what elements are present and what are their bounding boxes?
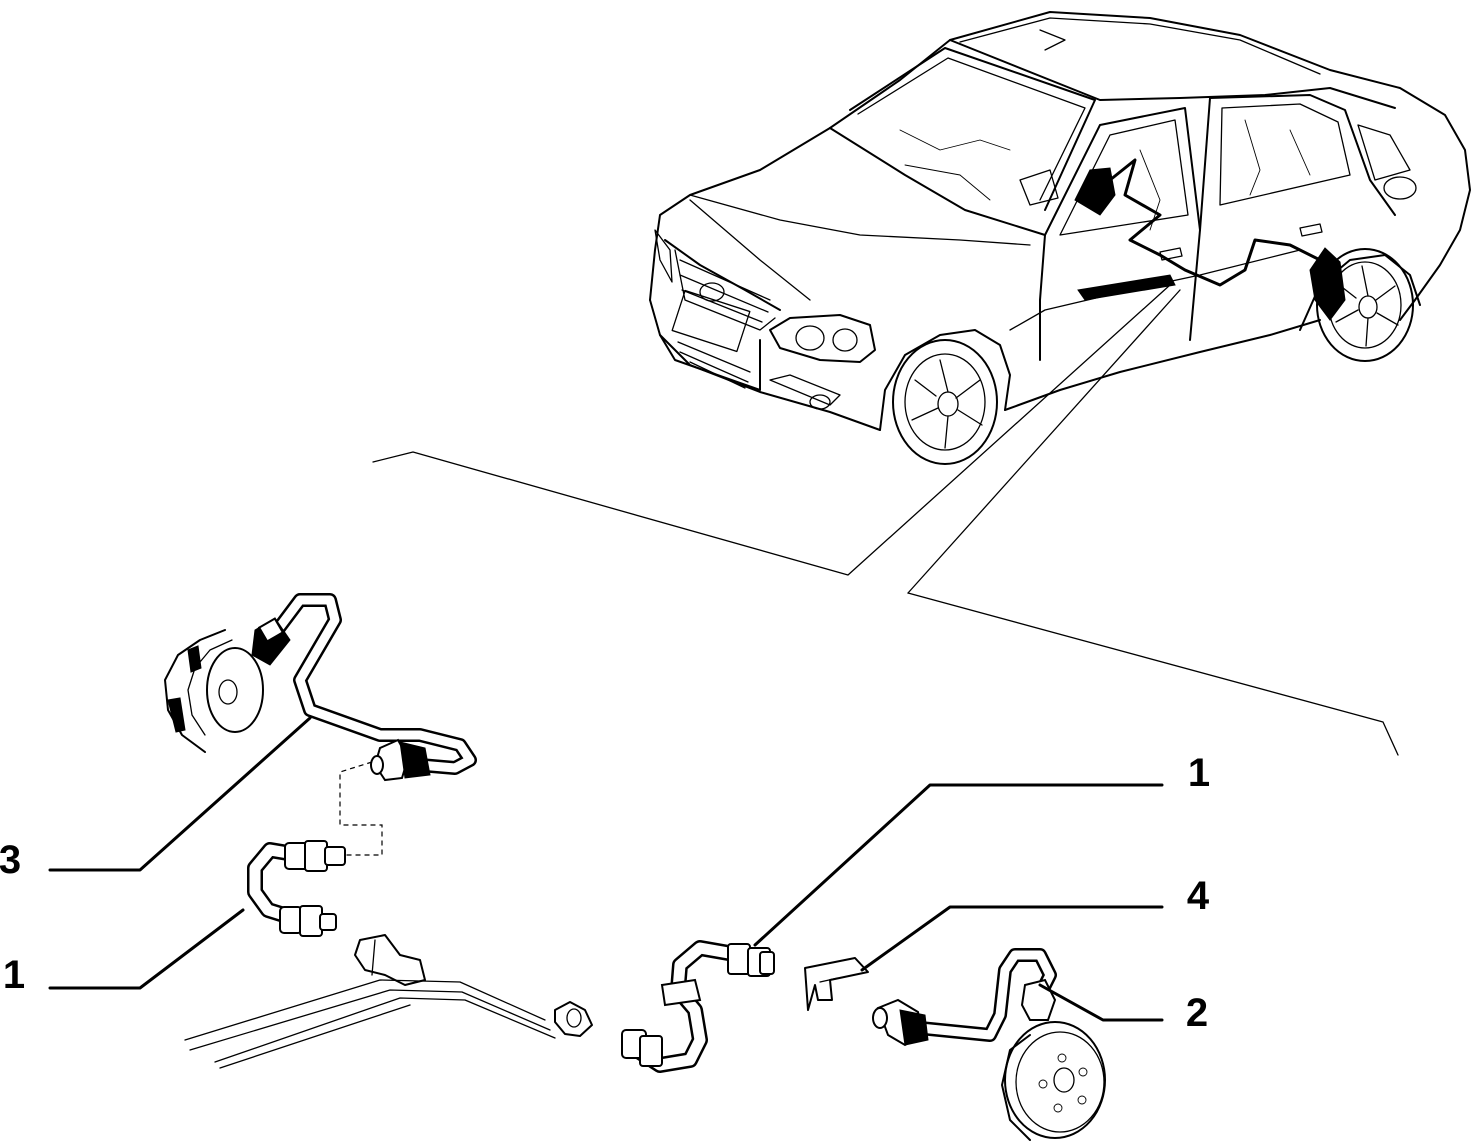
brake-line-bundle: [184, 934, 593, 1069]
part-2-rear-pipe-assembly: [872, 948, 1106, 1141]
callout-3: 3: [0, 838, 21, 882]
callout-1-right: 1: [1188, 751, 1210, 795]
callout-4: 4: [1187, 874, 1210, 918]
leader-2: [1038, 983, 1164, 1022]
callout-2: 2: [1186, 991, 1208, 1035]
callout-labels: 3 1 1 4 2: [0, 751, 1210, 1035]
leader-3: [48, 716, 312, 872]
leader-1-right: [753, 783, 1164, 947]
leader-1-left: [48, 908, 245, 990]
part-1-right-flex-hose: [621, 940, 775, 1073]
car-illustration: [372, 11, 1471, 756]
leader-4: [860, 905, 1164, 972]
callout-1-left: 1: [3, 953, 25, 997]
callout-leaders: [48, 716, 1164, 1022]
part-3-front-pipe-assembly: [164, 593, 477, 856]
part-4-bracket: [804, 957, 869, 1011]
part-1-left-flex-hose: [247, 840, 346, 937]
